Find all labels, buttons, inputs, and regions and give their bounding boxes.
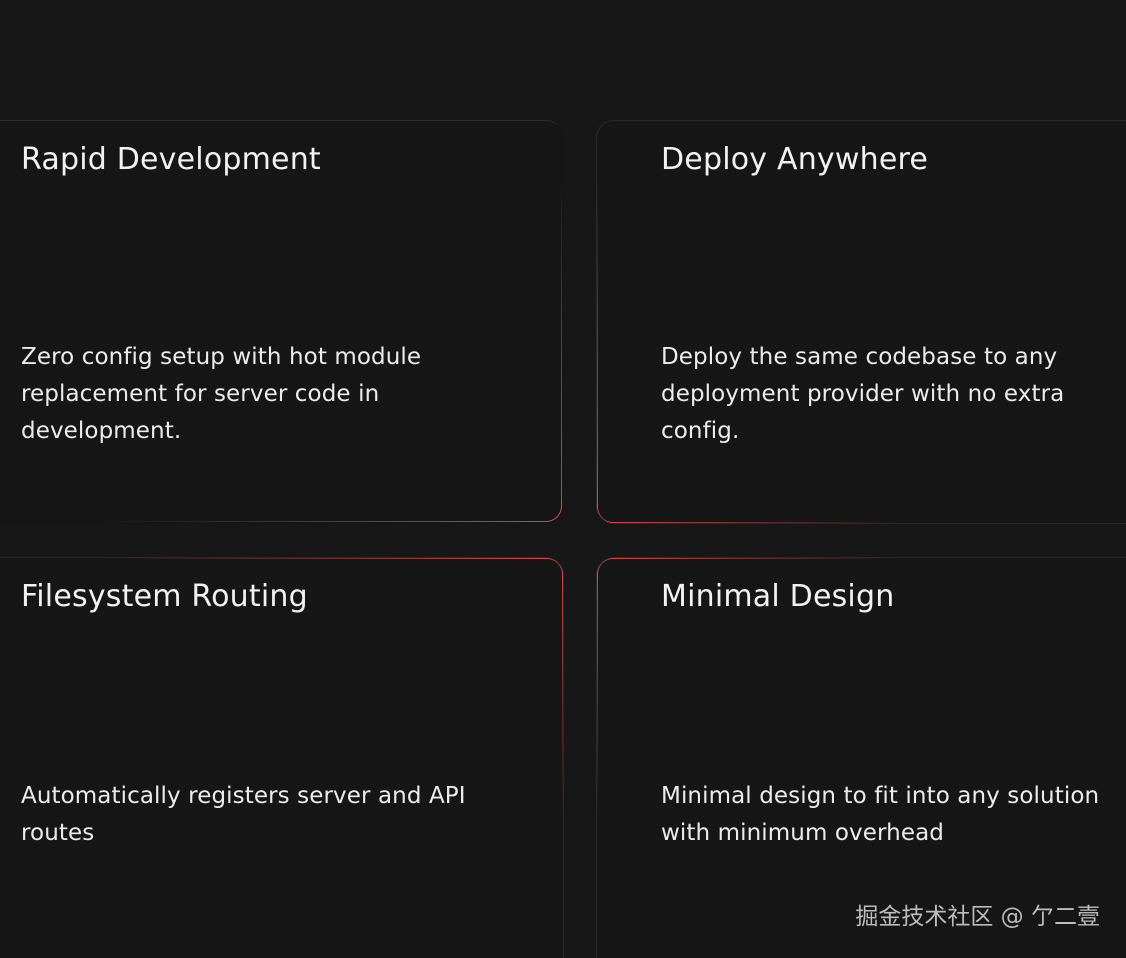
card-edge-glow bbox=[597, 522, 897, 523]
card-edge-glow bbox=[597, 558, 897, 559]
feature-card-filesystem-routing: Filesystem Routing Automatically registe… bbox=[0, 557, 564, 958]
feature-title: Deploy Anywhere bbox=[661, 142, 929, 177]
card-edge-glow bbox=[101, 558, 563, 559]
feature-description: Zero config setup with hot module replac… bbox=[21, 344, 422, 444]
feature-description: Automatically registers server and API r… bbox=[21, 783, 466, 846]
feature-card-rapid-development: Rapid Development Zero config setup with… bbox=[0, 120, 564, 524]
card-edge-glow bbox=[597, 181, 598, 523]
card-edge-glow bbox=[561, 181, 562, 522]
card-corner-glow bbox=[543, 558, 563, 578]
feature-title: Rapid Development bbox=[21, 142, 321, 177]
feature-description: Minimal design to fit into any solution … bbox=[661, 783, 1100, 846]
card-edge-glow bbox=[101, 521, 562, 522]
feature-title: Filesystem Routing bbox=[21, 579, 308, 614]
feature-card-minimal-design: Minimal Design Minimal design to fit int… bbox=[596, 557, 1126, 958]
card-edge-glow bbox=[597, 558, 598, 818]
feature-card-deploy-anywhere: Deploy Anywhere Deploy the same codebase… bbox=[596, 120, 1126, 524]
card-corner-glow bbox=[542, 502, 562, 522]
feature-description: Deploy the same codebase to any deployme… bbox=[661, 344, 1065, 444]
watermark-text: 掘金技术社区 @ 亇二壹 bbox=[855, 904, 1100, 930]
card-corner-glow bbox=[597, 558, 617, 578]
card-corner-glow bbox=[597, 503, 617, 523]
feature-title: Minimal Design bbox=[661, 579, 895, 614]
card-edge-glow bbox=[562, 558, 563, 818]
